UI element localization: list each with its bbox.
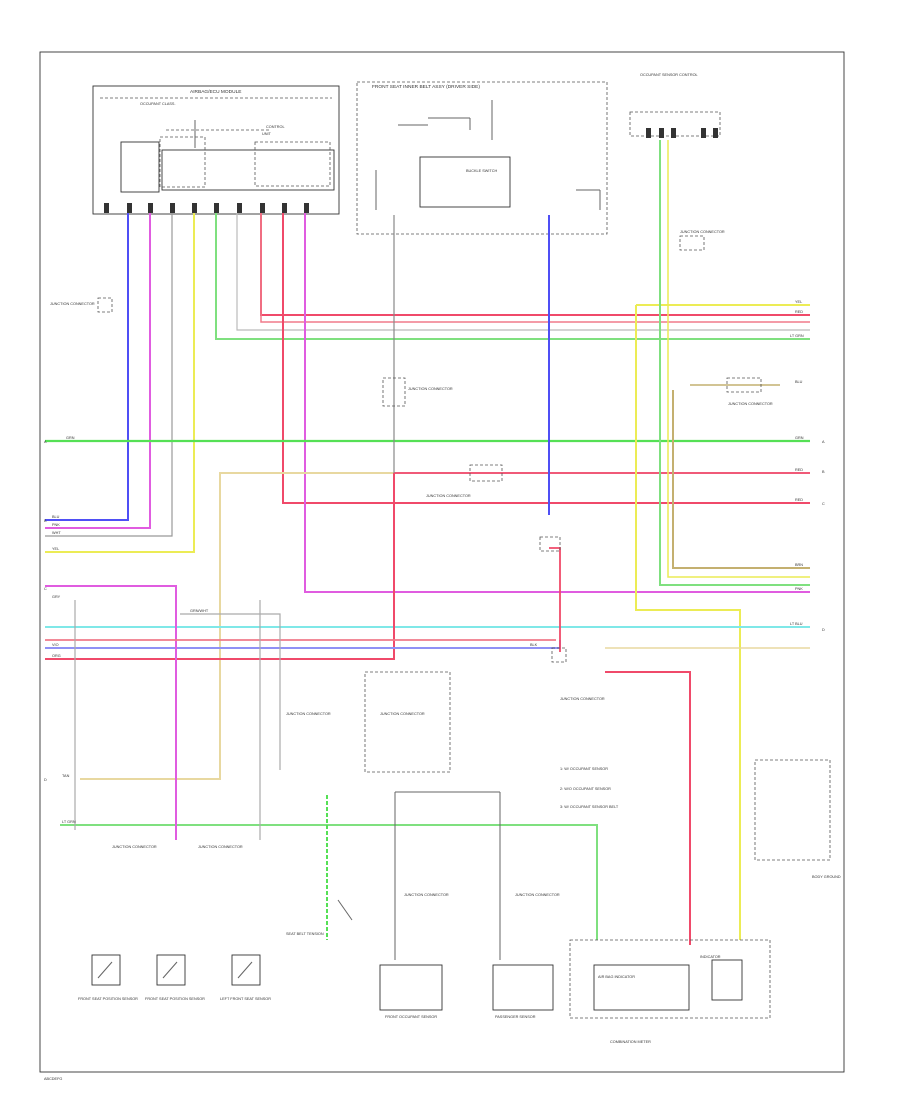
label-blu-r: BLU [795, 380, 803, 384]
label-blk: BLK [530, 643, 538, 647]
wire-pink-long [304, 213, 810, 593]
lower-right-title: COMBINATION METER [610, 1040, 651, 1044]
label-grn-r: GRN [795, 436, 804, 440]
label-red-r: RED [795, 310, 803, 314]
left-module-pins [104, 203, 309, 213]
junction-center-2-label: JUNCTION CONNECTOR [426, 494, 471, 498]
edge-left-a: A [44, 440, 47, 444]
footer-code: ABCDEFG [44, 1077, 62, 1081]
svg-text:CONTROL: CONTROL [266, 125, 285, 129]
note-3: 3: W/ OCCUPANT SENSOR BELT [560, 805, 619, 809]
center-module: FRONT SEAT INNER BELT ASSY (DRIVER SIDE)… [356, 81, 608, 235]
comp-2-label: FRONT SEAT POSITION SENSOR [145, 997, 205, 1001]
lower-right-sub: AIR BAG INDICATOR [598, 975, 635, 979]
label-ltgrn-low: LT GRN [62, 820, 76, 824]
edge-right-d: D [822, 628, 825, 632]
buckle-switch-label: BUCKLE SWITCH [466, 169, 497, 173]
edge-markers: A B C D A B C D [44, 440, 825, 782]
label-grn: GRN [66, 436, 75, 440]
right-title: OCCUPANT SENSOR CONTROL [640, 73, 698, 77]
comp-3-label: LEFT FRONT SEAT SENSOR [220, 997, 271, 1001]
bottom-components: FRONT SEAT POSITION SENSOR FRONT SEAT PO… [78, 759, 841, 1044]
diagram-frame [39, 51, 845, 1073]
comp-1-label: FRONT SEAT POSITION SENSOR [78, 997, 138, 1001]
comp-8-label: BODY GROUND [812, 875, 841, 879]
label-blu: BLU [52, 515, 60, 519]
wire-yellow-right [635, 305, 741, 940]
junction-right-mid-label: JUNCTION CONNECTOR [728, 402, 773, 406]
junction-left-label: JUNCTION CONNECTOR [50, 302, 95, 306]
junction-low-6-label: JUNCTION CONNECTOR [515, 893, 560, 897]
label-pnk-r: PNK [795, 587, 803, 591]
label-yel: YEL [52, 547, 59, 551]
label-tan-low: TAN [62, 774, 70, 778]
wire-red-meter [605, 671, 691, 945]
wire-blue-lower [45, 640, 561, 649]
label-ltgrn-r: LT GRN [790, 334, 804, 338]
wire-blue-vertical [45, 213, 129, 521]
wire-lightgreen-horizontal [215, 213, 810, 340]
junction-low-2-label: JUNCTION CONNECTOR [380, 712, 425, 716]
label-red-r3: RED [795, 498, 803, 502]
wire-pink-lower-horiz [45, 585, 177, 840]
wire-gray-1 [45, 213, 173, 537]
wire-yellow-vertical [45, 213, 195, 553]
wire-gray-lower [74, 600, 281, 840]
junction-low-5-label: JUNCTION CONNECTOR [404, 893, 449, 897]
junction-center-1-label: JUNCTION CONNECTOR [408, 387, 453, 391]
wire-red-2 [282, 213, 810, 504]
wire-pink-vertical [45, 213, 151, 529]
label-wht: WHT [52, 531, 61, 535]
note-2: 2: W/O OCCUPANT SENSOR [560, 787, 611, 791]
label-ltblu-r: LT BLU [790, 622, 803, 626]
label-vio-l: VIO [52, 643, 59, 647]
junction-low-4-label: JUNCTION CONNECTOR [198, 845, 243, 849]
junction-low-1-label: JUNCTION CONNECTOR [286, 712, 331, 716]
junction-right-top-label: JUNCTION CONNECTOR [680, 230, 725, 234]
label-grnwht: GRN/WHT [190, 609, 209, 613]
label-red-r2: RED [795, 468, 803, 472]
wire-red-1 [260, 213, 810, 323]
comp-7-label: INDICATOR [700, 955, 721, 959]
junction-low-3-label: JUNCTION CONNECTOR [112, 845, 157, 849]
edge-left-d: D [44, 778, 47, 782]
wire-lightgreen-long [60, 824, 598, 940]
wire-red-lower [45, 473, 395, 660]
edge-left-c: C [44, 587, 47, 591]
left-module: AIRBAG/ECU MODULE OCCUPANT CLASS. CONTRO… [92, 85, 340, 215]
left-module-sub: OCCUPANT CLASS. [140, 102, 176, 106]
comp-5-label: FRONT OCCUPANT SENSOR [385, 1015, 437, 1019]
center-module-title: FRONT SEAT INNER BELT ASSY (DRIVER SIDE) [372, 84, 480, 90]
wire-green-right-2 [667, 140, 810, 578]
comp-4-label: SEAT BELT TENSION [286, 932, 324, 936]
comp-6-label: PASSENGER SENSOR [495, 1015, 536, 1019]
edge-right-b: B [822, 470, 825, 474]
label-brn-r: BRN [795, 563, 803, 567]
edge-right-a: A [822, 440, 825, 444]
right-top-component: OCCUPANT SENSOR CONTROL [629, 73, 721, 138]
notes: 1: W/ OCCUPANT SENSOR 2: W/O OCCUPANT SE… [560, 767, 619, 809]
label-pnk: PNK [52, 523, 60, 527]
junction-connectors: JUNCTION CONNECTOR JUNCTION CONNECTOR JU… [50, 230, 773, 897]
svg-text:UNIT: UNIT [262, 132, 272, 136]
edge-right-c: C [822, 502, 825, 506]
label-yel-r: YEL [795, 300, 802, 304]
wire-labels: BLU PNK WHT YEL GRN GRN RED RED RED YEL … [52, 300, 804, 824]
note-1: 1: W/ OCCUPANT SENSOR [560, 767, 608, 771]
wire-tan-right [672, 384, 810, 569]
left-module-title: AIRBAG/ECU MODULE [190, 89, 241, 95]
edge-left-b: B [44, 519, 47, 523]
label-org-l: ORG [52, 654, 61, 658]
wire-red-lower-right [45, 547, 561, 652]
label-gry-l: GRY [52, 595, 61, 599]
wire-gray-2 [236, 213, 810, 331]
junction-mid-split-label: JUNCTION CONNECTOR [560, 697, 605, 701]
wire-green-right [659, 140, 810, 586]
